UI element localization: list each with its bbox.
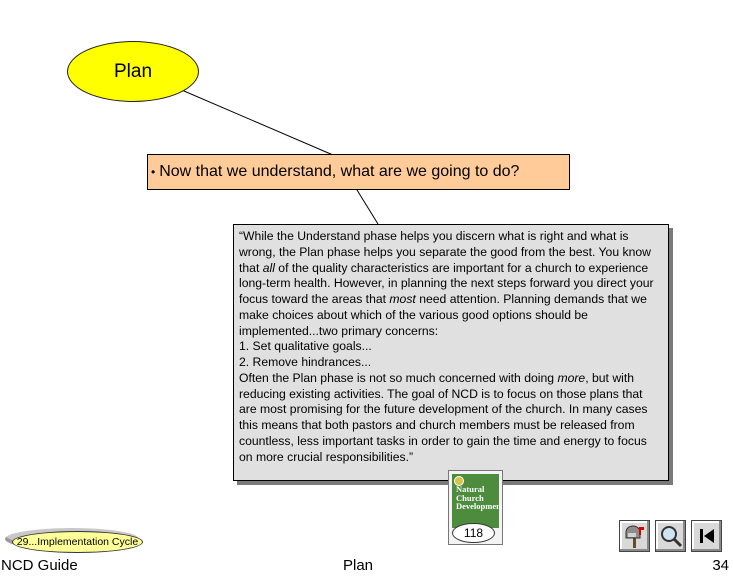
- quote-paragraph-2: Often the Plan phase is not so much conc…: [239, 370, 648, 464]
- footer-left: NCD Guide: [1, 557, 78, 574]
- quote-list-item-1: 1. Set qualitative goals...: [239, 339, 372, 354]
- connector-plan-to-question: [169, 84, 334, 156]
- quote-list-item-2: 2. Remove hindrances...: [239, 355, 372, 369]
- search-button[interactable]: [655, 520, 686, 552]
- quote-box: “While the Understand phase helps you di…: [233, 224, 669, 481]
- question-text: Now that we understand, what are we goin…: [159, 163, 520, 180]
- skip-to-start-icon: [699, 529, 714, 543]
- first-slide-button[interactable]: [691, 520, 722, 552]
- implementation-cycle-link[interactable]: 29...Implementation Cycle: [12, 531, 143, 553]
- plan-label: Plan: [113, 60, 153, 82]
- book-cover-link[interactable]: Natural Church Development 118: [448, 470, 503, 545]
- mailbox-button[interactable]: [619, 520, 650, 552]
- magnifier-icon: [660, 526, 682, 548]
- footer-page-number: 34: [712, 557, 729, 574]
- book-page-reference: 118: [452, 523, 495, 543]
- quote-paragraph-1: “While the Understand phase helps you di…: [239, 229, 654, 338]
- question-box: • Now that we understand, what are we go…: [147, 154, 570, 190]
- plan-oval: Plan: [67, 41, 199, 102]
- footer-center: Plan: [343, 557, 374, 574]
- connector-question-to-quote: [356, 189, 379, 225]
- book-title: Natural Church Development: [456, 484, 503, 511]
- book-logo-icon: [454, 476, 464, 486]
- bullet: •: [151, 165, 156, 179]
- mailbox-icon: [625, 525, 644, 548]
